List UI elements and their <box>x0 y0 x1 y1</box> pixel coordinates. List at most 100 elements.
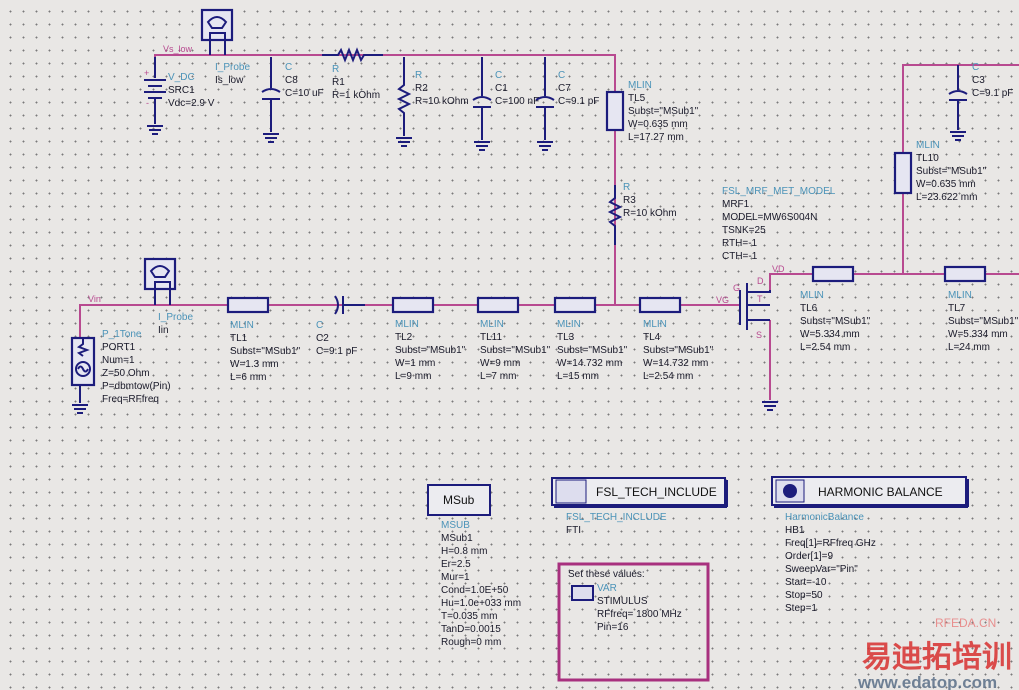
label-mrf1-lines-3: CTH=-1 <box>722 251 758 262</box>
mlin-tl2[interactable] <box>391 296 435 314</box>
label-pins-t: T <box>757 294 763 304</box>
mlin-tl3[interactable] <box>553 296 597 314</box>
label-tl4-lines-1: W=14.732 mm <box>643 358 708 369</box>
label-pins-d: D <box>757 276 764 286</box>
label-mrf1-lines-1: TSNK=25 <box>722 225 766 236</box>
label-tl10-type: MLIN <box>916 140 940 151</box>
label-c8-name: C8 <box>285 75 298 86</box>
msub-box[interactable] <box>427 484 491 516</box>
mlin-tl1[interactable] <box>226 296 270 314</box>
label-tl4-lines-2: L=2.54 mm <box>643 371 693 382</box>
label-tl4-type: MLIN <box>643 319 667 330</box>
label-tl1-type: MLIN <box>230 320 254 331</box>
label-msub-lines-7: Rough=0 mm <box>441 637 501 648</box>
label-r3-name: R3 <box>623 195 636 206</box>
resistor-r2[interactable] <box>395 57 413 147</box>
label-port1-lines-3: Freq=RFfreq <box>102 394 159 405</box>
label-tl3-lines-0: Subst="MSub1" <box>557 345 628 356</box>
label-hb-lines-5: Step=1 <box>785 603 817 614</box>
capacitor-c7[interactable] <box>535 57 555 151</box>
label-tech-type: FSL_TECH_INCLUDE <box>566 512 667 523</box>
label-pins-minus: - <box>146 98 149 108</box>
label-c1-type: C <box>495 70 502 81</box>
label-tl4-lines-0: Subst="MSub1" <box>643 345 714 356</box>
mlin-tl6[interactable] <box>811 265 855 283</box>
label-hb-lines-1: Order[1]=9 <box>785 551 834 562</box>
label-tl1-lines-1: W=1.3 mm <box>230 359 279 370</box>
label-probe_in-type: I_Probe <box>158 312 193 323</box>
mlin-tl11[interactable] <box>476 296 520 314</box>
label-tl6-lines-1: W=5.334 mm <box>800 329 860 340</box>
current-probe-iin[interactable] <box>143 257 177 305</box>
resistor-r3[interactable] <box>607 185 623 245</box>
harmonic-balance-box[interactable] <box>771 476 969 508</box>
label-tl2-lines-2: L=9 mm <box>395 371 431 382</box>
tech-include-box[interactable] <box>551 477 728 508</box>
transistor-mrf1[interactable] <box>739 283 779 411</box>
label-c1-name: C1 <box>495 83 508 94</box>
label-tl2-lines-0: Subst="MSub1" <box>395 345 466 356</box>
capacitor-c1[interactable] <box>472 57 492 151</box>
label-tl7-lines-0: Subst="MSub1" <box>948 316 1019 327</box>
label-tl7-name: TL7 <box>948 303 966 314</box>
label-r2-lines-0: R=10 kOhm <box>415 96 469 107</box>
watermark-url: www.edatop.com <box>857 673 997 690</box>
label-r3-type: R <box>623 182 630 193</box>
label-hb-lines-4: Stop=50 <box>785 590 823 601</box>
label-tl7-lines-1: W=5.334 mm <box>948 329 1008 340</box>
label-tl2-type: MLIN <box>395 319 419 330</box>
label-r1-lines-0: R=1 kOhm <box>332 90 380 101</box>
label-c3-lines-0: C=9.1 pF <box>972 88 1013 99</box>
label-tl7-lines-2: L=24 mm <box>948 342 990 353</box>
label-c3-type: C <box>972 62 979 73</box>
label-c7-name: C7 <box>558 83 571 94</box>
label-c2-type: C <box>316 320 323 331</box>
label-tl11-lines-0: Subst="MSub1" <box>480 345 551 356</box>
label-r2-name: R2 <box>415 83 428 94</box>
mlin-tl4[interactable] <box>638 296 682 314</box>
label-mrf1-name: MRF1 <box>722 199 750 210</box>
label-c2-name: C2 <box>316 333 329 344</box>
label-msub-lines-6: TanD=0.0015 <box>441 624 501 635</box>
label-tech-box: FSL_TECH_INCLUDE <box>596 485 717 499</box>
label-tl5-type: MLIN <box>628 80 652 91</box>
label-msub-type: MSUB <box>441 520 470 531</box>
mlin-tl5[interactable] <box>605 90 625 132</box>
resistor-r1[interactable] <box>322 47 383 63</box>
label-port1-lines-0: Num=1 <box>102 355 135 366</box>
label-port1-type: P_1Tone <box>102 329 142 340</box>
label-probe_low-type: I_Probe <box>215 62 250 73</box>
label-src1-name: SRC1 <box>168 85 195 96</box>
label-r1-name: R1 <box>332 77 345 88</box>
label-hb-lines-0: Freq[1]=RFfreq GHz <box>785 538 876 549</box>
label-tl6-type: MLIN <box>800 290 824 301</box>
label-tl3-lines-2: L=15 mm <box>557 371 599 382</box>
label-tl11-lines-1: W=9 mm <box>480 358 520 369</box>
var-icon <box>571 585 594 601</box>
label-msub-box: MSub <box>443 493 475 507</box>
port-port1[interactable] <box>70 336 96 414</box>
label-var-name: STIMULUS <box>597 596 648 607</box>
label-tl3-type: MLIN <box>557 319 581 330</box>
current-probe-is-low[interactable] <box>200 8 234 55</box>
capacitor-c3[interactable] <box>948 65 968 141</box>
capacitor-c2[interactable] <box>334 295 365 315</box>
label-port1-name: PORT1 <box>102 342 136 353</box>
label-pins-s: S <box>756 330 762 340</box>
label-var-lines-1: Pin=16 <box>597 622 629 633</box>
var-block[interactable] <box>557 562 710 682</box>
dc-source-src1[interactable] <box>144 57 166 135</box>
label-tl3-name: TL3 <box>557 332 575 343</box>
label-tl5-lines-2: L=17.27 mm <box>628 132 684 143</box>
label-tl11-lines-2: L=7 mm <box>480 371 516 382</box>
mlin-tl10[interactable] <box>893 151 913 195</box>
label-hb-name: HB1 <box>785 525 805 536</box>
mlin-tl7[interactable] <box>943 265 987 283</box>
label-msub-lines-3: Cond=1.0E+50 <box>441 585 509 596</box>
label-msub-lines-1: Er=2.5 <box>441 559 471 570</box>
capacitor-c8[interactable] <box>261 57 281 143</box>
label-tl1-lines-0: Subst="MSub1" <box>230 346 301 357</box>
label-tl5-lines-0: Subst="MSub1" <box>628 106 699 117</box>
label-nets-vin: Vin <box>88 294 101 304</box>
